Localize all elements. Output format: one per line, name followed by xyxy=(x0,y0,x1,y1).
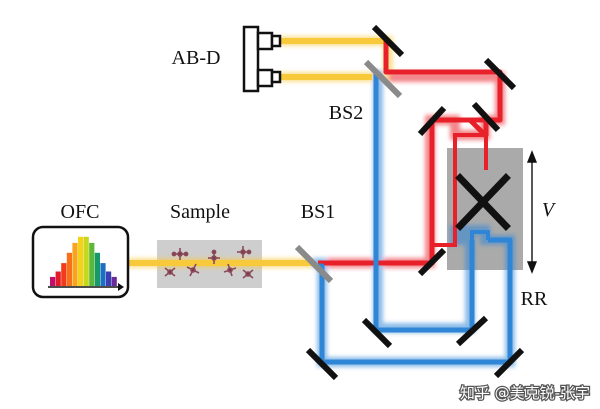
mirror-mid-blue-left xyxy=(361,317,393,349)
spectrum-bar xyxy=(83,236,89,286)
velocity-arrow xyxy=(526,150,538,274)
spectrum-bar xyxy=(106,271,112,286)
label-bs2: BS2 xyxy=(329,102,363,124)
blue-beam-rr-inner xyxy=(470,230,490,240)
blue-beam-return xyxy=(373,70,475,333)
red-beam-arm xyxy=(318,41,503,266)
mirror-lower-red xyxy=(417,247,447,277)
ofc-source xyxy=(31,225,130,299)
mirror-upper-red-left xyxy=(417,105,447,137)
label-bs1: BS1 xyxy=(301,201,335,223)
mirror-bottom-right xyxy=(493,347,525,379)
label-abd: AB-D xyxy=(172,47,221,69)
spectrum-bar xyxy=(111,276,117,286)
spectrum-bar xyxy=(78,236,84,286)
red-beam-rr-inner xyxy=(432,133,488,247)
label-rr: RR xyxy=(521,288,548,310)
retroreflector-x xyxy=(455,173,511,231)
mirror-upper-red-right xyxy=(471,101,501,133)
mirror-top-right xyxy=(483,57,517,91)
balanced-detector xyxy=(242,25,282,93)
spectrum-bar xyxy=(61,263,67,286)
spectrum-bar xyxy=(89,242,95,286)
spectrum-bars xyxy=(50,236,117,286)
spectrum-bar xyxy=(100,263,106,286)
bs1-beamsplitter xyxy=(294,244,334,284)
sample-molecules xyxy=(164,246,254,279)
spectrum-bar xyxy=(55,271,61,286)
mirror-bottom-left xyxy=(305,347,339,381)
label-ofc: OFC xyxy=(61,201,100,223)
blue-beam-arm xyxy=(318,237,513,365)
label-sample: Sample xyxy=(170,201,230,223)
watermark: 知乎 @美克锐-张宇 xyxy=(460,384,590,402)
label-v: V xyxy=(542,199,557,221)
bs2-beamsplitter xyxy=(363,59,403,99)
spectrum-bar xyxy=(50,276,56,286)
spectrum-bar xyxy=(72,242,78,286)
spectrum-bar xyxy=(66,252,72,286)
mirror-top-left xyxy=(371,24,405,58)
spectrum-bar xyxy=(94,252,100,286)
mirror-mid-blue-right xyxy=(455,315,489,347)
